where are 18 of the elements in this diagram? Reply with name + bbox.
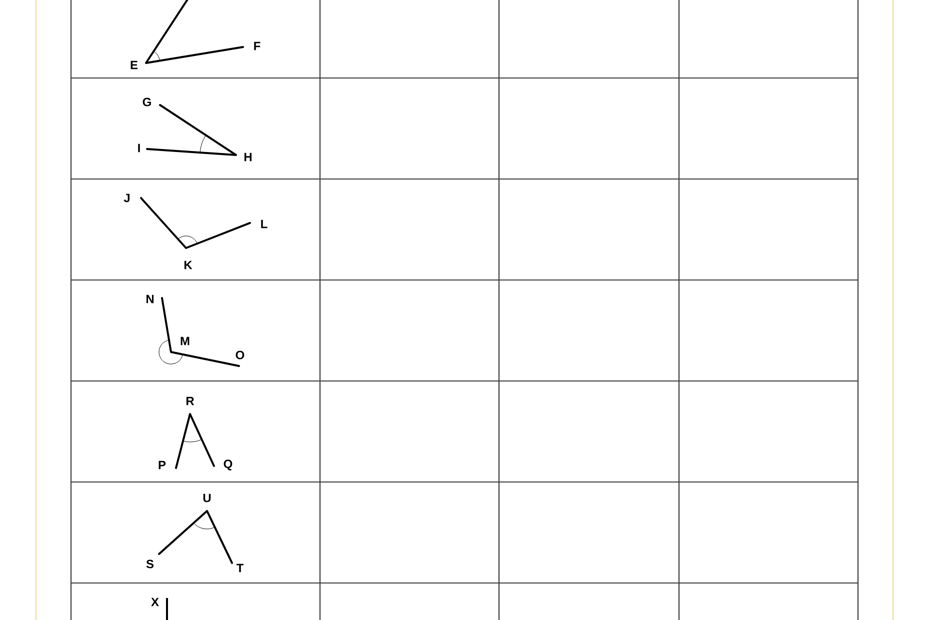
point-label: K: [184, 260, 192, 270]
point-label: S: [146, 560, 154, 568]
point-label: G: [142, 98, 151, 106]
point-label: X: [151, 598, 159, 606]
point-label: J: [124, 194, 130, 202]
point-label: U: [203, 494, 211, 502]
point-label: R: [186, 396, 194, 406]
point-label: Q: [224, 460, 232, 470]
point-label: H: [244, 152, 252, 162]
point-label: O: [236, 350, 244, 360]
point-label: M: [180, 336, 190, 346]
point-label: T: [236, 564, 244, 572]
point-label: F: [254, 42, 260, 50]
point-label: I: [138, 144, 140, 152]
point-label: E: [130, 60, 138, 70]
point-label: N: [146, 294, 154, 304]
point-label: L: [261, 220, 268, 228]
point-label: P: [158, 460, 166, 470]
